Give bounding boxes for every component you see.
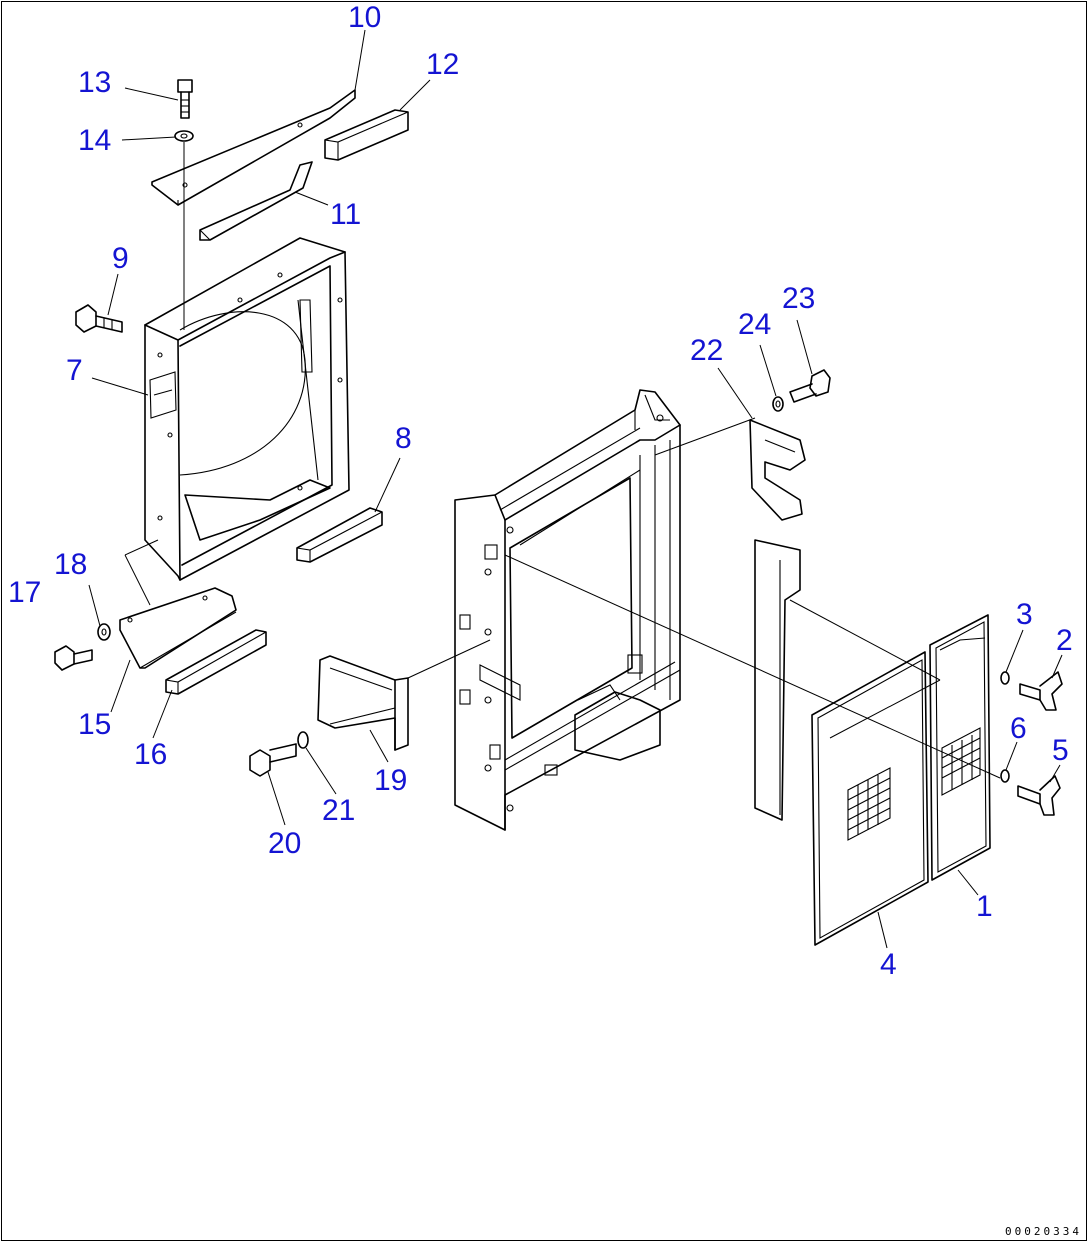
callout-17: 17 bbox=[8, 576, 41, 609]
callout-8: 8 bbox=[395, 422, 412, 455]
part-23-bolt bbox=[789, 369, 831, 403]
callout-12: 12 bbox=[426, 48, 459, 81]
part-13-bolt bbox=[177, 79, 193, 119]
part-19-bracket bbox=[317, 655, 409, 751]
part-4-screen bbox=[811, 651, 929, 946]
part-14-washer bbox=[174, 130, 194, 142]
part-20-bolt bbox=[249, 743, 297, 777]
callout-2: 2 bbox=[1056, 624, 1073, 657]
part-16-seal bbox=[165, 629, 267, 695]
callout-20: 20 bbox=[268, 827, 301, 860]
callout-4: 4 bbox=[880, 948, 897, 981]
fan-shroud bbox=[144, 237, 350, 581]
callout-23: 23 bbox=[782, 282, 815, 315]
callout-21: 21 bbox=[322, 794, 355, 827]
part-2-wing-bolt bbox=[1019, 671, 1063, 711]
part-8-seal bbox=[296, 507, 383, 563]
part-24-washer bbox=[772, 396, 784, 412]
callout-7: 7 bbox=[66, 354, 83, 387]
callout-16: 16 bbox=[134, 738, 167, 771]
part-22-bracket bbox=[749, 419, 806, 521]
callout-labels: 10 12 13 14 11 9 7 8 18 17 15 16 19 21 2… bbox=[8, 1, 1073, 981]
part-21-washer bbox=[297, 731, 309, 749]
callout-9: 9 bbox=[112, 242, 129, 275]
part-12-seal bbox=[324, 109, 409, 161]
part-10-top-plate bbox=[151, 89, 356, 206]
callout-3: 3 bbox=[1016, 598, 1033, 631]
callout-10: 10 bbox=[348, 1, 381, 34]
part-6-washer bbox=[1000, 769, 1010, 783]
drawing-number: 00020334 bbox=[1005, 1225, 1082, 1238]
callout-15: 15 bbox=[78, 708, 111, 741]
part-3-washer bbox=[1000, 671, 1010, 685]
callout-22: 22 bbox=[690, 334, 723, 367]
part-11-seal bbox=[199, 161, 313, 241]
callout-13: 13 bbox=[78, 66, 111, 99]
part-18-washer bbox=[97, 623, 111, 641]
radiator-frame bbox=[454, 389, 681, 831]
part-17-bolt bbox=[54, 645, 93, 671]
callout-6: 6 bbox=[1010, 712, 1027, 745]
callout-18: 18 bbox=[54, 548, 87, 581]
part-5-wing-bolt bbox=[1017, 775, 1061, 816]
vertical-seal-strip bbox=[754, 539, 801, 821]
callout-24: 24 bbox=[738, 308, 771, 341]
callout-19: 19 bbox=[374, 764, 407, 797]
callout-1: 1 bbox=[976, 890, 993, 923]
callout-14: 14 bbox=[78, 124, 111, 157]
callout-11: 11 bbox=[330, 198, 361, 231]
callout-5: 5 bbox=[1052, 734, 1069, 767]
part-9-bolt bbox=[75, 304, 123, 333]
part-1-screen bbox=[929, 614, 991, 881]
part-15-lower-plate bbox=[119, 587, 237, 669]
callout-leaders bbox=[88, 29, 1063, 949]
